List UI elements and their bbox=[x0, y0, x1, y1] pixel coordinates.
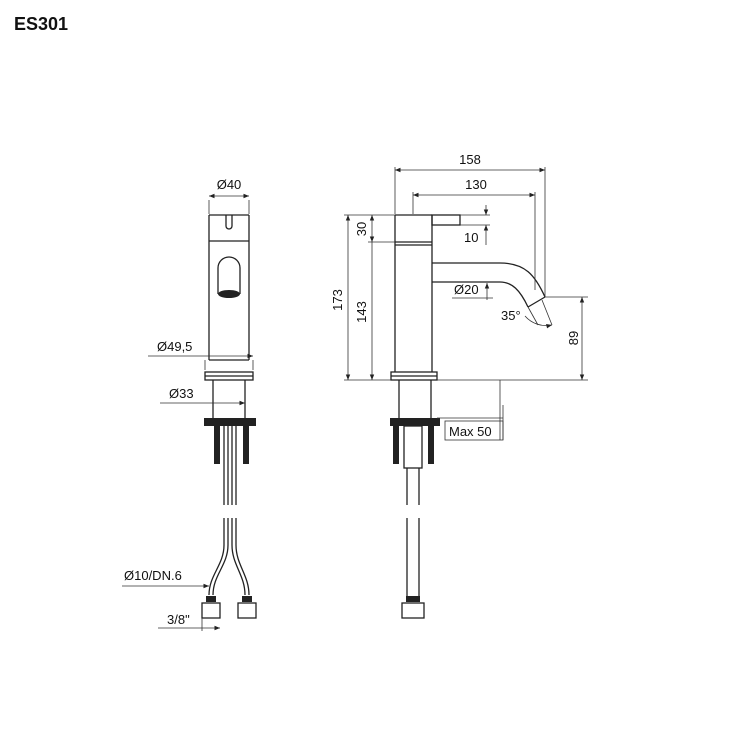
dim-width-158: 158 bbox=[459, 152, 481, 167]
front-body bbox=[208, 214, 250, 361]
dim-height-30: 30 bbox=[354, 222, 369, 236]
side-dimensions: 158 130 10 30 143 173 bbox=[330, 152, 588, 441]
dim-angle-35: 35° bbox=[501, 308, 521, 323]
dim-thread-size: 3/8" bbox=[167, 612, 190, 627]
dim-height-143: 143 bbox=[354, 301, 369, 323]
dim-diameter-33: Ø33 bbox=[169, 386, 194, 401]
side-hose bbox=[401, 468, 425, 619]
dim-height-89: 89 bbox=[566, 331, 581, 345]
dim-height-173: 173 bbox=[330, 289, 345, 311]
dim-diameter-49-5: Ø49,5 bbox=[157, 339, 192, 354]
front-view: Ø40 Ø49,5 Ø33 Ø10/DN.6 3/8" bbox=[122, 177, 257, 631]
dim-diameter-40: Ø40 bbox=[217, 177, 242, 192]
dim-lever-10: 10 bbox=[464, 230, 478, 245]
front-dimensions: Ø40 Ø49,5 Ø33 Ø10/DN.6 3/8" bbox=[122, 177, 254, 631]
dim-width-130: 130 bbox=[465, 177, 487, 192]
front-hoses bbox=[201, 426, 257, 619]
side-spout bbox=[432, 262, 546, 308]
dim-hose-diameter: Ø10/DN.6 bbox=[124, 568, 182, 583]
dim-max-50: Max 50 bbox=[449, 424, 492, 439]
side-base bbox=[390, 371, 440, 469]
side-view: 158 130 10 30 143 173 bbox=[330, 152, 588, 619]
side-body bbox=[394, 214, 461, 372]
drawing-title: ES301 bbox=[14, 14, 69, 34]
front-base bbox=[204, 371, 256, 426]
dim-spout-diameter: Ø20 bbox=[454, 282, 479, 297]
front-rods bbox=[214, 426, 249, 464]
